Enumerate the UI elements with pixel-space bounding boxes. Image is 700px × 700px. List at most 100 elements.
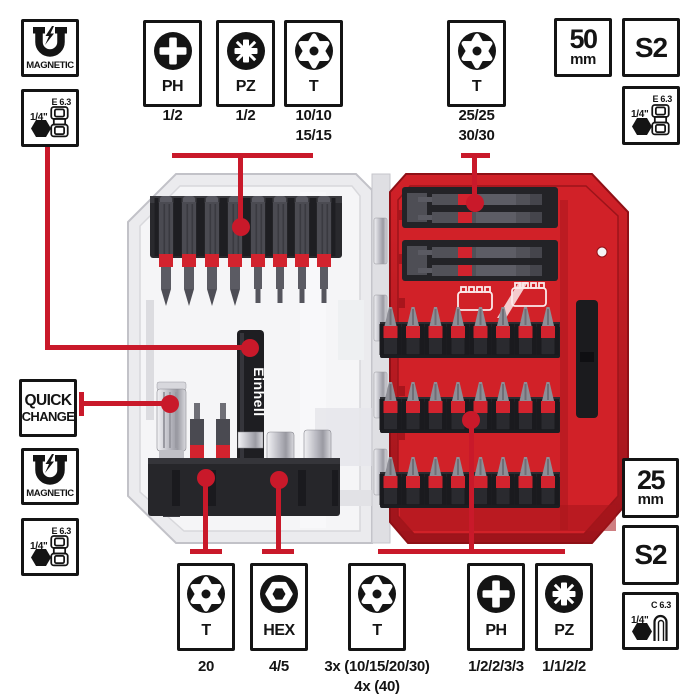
standard-label: C 6.3 [650, 600, 671, 610]
sizes-t-right-line2: 30/30 [458, 127, 495, 144]
phillips-icon [477, 575, 515, 613]
e63-adapter-icon [651, 104, 670, 136]
steel-grade-label: S2 [634, 31, 668, 63]
drive-size-label: 1/4" [631, 615, 649, 626]
c63-bit-icon [653, 614, 668, 641]
magnetic-badge-left: MAGNETIC [21, 448, 79, 505]
badge-t-top: T [284, 20, 343, 107]
magnet-icon [33, 454, 67, 485]
length-value: 25 [636, 464, 666, 495]
short-bits-row-1 [379, 307, 560, 358]
sizes-t-bottom-2-line2: 4x (40) [354, 678, 400, 695]
case-latch [576, 300, 598, 418]
sizes-t-top-line1: 10/10 [295, 107, 332, 124]
steel-grade-label: S2 [634, 539, 667, 570]
bottom-bits-holder [148, 458, 340, 516]
callout-dot-quickchange [161, 395, 179, 413]
quick-change-badge: QUICK CHANGE [19, 379, 77, 437]
drive-size-label: 1/4" [30, 541, 48, 552]
callout-dot-short-bits [462, 411, 480, 429]
magnet-icon [33, 25, 67, 57]
s2-steel-badge-top: S2 [622, 18, 680, 77]
bit-type-label: PZ [554, 622, 574, 639]
e63-adapter-icon [50, 535, 69, 567]
callout-magnetic-holder-hline [45, 345, 250, 350]
callout-hex-vline [276, 480, 281, 554]
badge-t-top-right: T [447, 20, 506, 107]
callout-torx50-vline [472, 153, 477, 203]
magnetic-label: MAGNETIC [26, 59, 74, 71]
callout-short-bits-vline [469, 420, 474, 554]
sizes-hex-bottom: 4/5 [269, 658, 289, 675]
callout-hex-cap [262, 549, 294, 554]
phillips-icon [153, 32, 192, 70]
torx-icon [457, 32, 496, 70]
callout-quickchange-hline [79, 401, 170, 406]
badge-hex-bottom: HEX [250, 563, 308, 651]
length-unit: mm [570, 50, 596, 68]
bit-type-label: T [471, 78, 482, 95]
standard-label: E 6.3 [652, 94, 672, 104]
bit-type-label: T [372, 622, 382, 639]
callout-dot-t20 [197, 469, 215, 487]
bit-type-label: T [308, 78, 319, 95]
brand-text-einhell: Einhell [251, 367, 267, 416]
drive-size-label: 1/4" [631, 109, 649, 120]
callout-dot-torx50 [466, 194, 484, 212]
drive-size-label: 1/4" [30, 112, 48, 123]
badge-ph-top: PH [143, 20, 202, 107]
length-50mm-badge: 50 mm [554, 18, 612, 77]
case-right-half [379, 173, 629, 544]
pozidriv-icon [545, 575, 583, 613]
e63-adapter-badge-bottom-left: E 6.3 1/4" [21, 518, 79, 576]
e63-adapter-badge-top-right: E 6.3 1/4" [622, 86, 680, 145]
s2-steel-badge-right: S2 [622, 525, 679, 585]
case-left-half: Einhell [127, 173, 377, 544]
bit-type-label: PZ [235, 78, 256, 95]
hex-shank-icon [632, 623, 652, 640]
callout-short-bits-bar [378, 549, 565, 554]
sizes-ph-bottom: 1/2/2/3/3 [468, 658, 524, 675]
e63-adapter-icon [50, 106, 69, 138]
bit-type-label: PH [161, 78, 184, 95]
hex-shank-icon [632, 118, 652, 135]
magnetic-badge-top: MAGNETIC [21, 19, 79, 77]
callout-magnetic-holder-vline [45, 147, 50, 348]
standard-label: E 6.3 [51, 97, 71, 107]
torx-icon [187, 575, 225, 613]
callout-dot-hex [270, 471, 288, 489]
badge-t-bottom-2: T [348, 563, 406, 651]
sizes-ph-top: 1/2 [162, 107, 183, 124]
torx-icon [294, 32, 333, 70]
pozidriv-icon [226, 32, 265, 70]
length-25mm-badge: 25 mm [622, 458, 679, 518]
length-unit: mm [637, 491, 664, 509]
torx-long-bits-holder-2 [402, 240, 558, 281]
torx-icon [358, 575, 396, 613]
hex-icon [260, 575, 298, 613]
callout-dot-top-bits [232, 218, 250, 236]
bit-type-label: HEX [263, 622, 295, 639]
quick-change-line1: QUICK [24, 391, 73, 409]
screw-hole [596, 246, 608, 258]
bit-type-label: T [201, 622, 211, 639]
length-value: 50 [569, 24, 598, 55]
c63-adapter-badge-bottom-right: C 6.3 1/4" [622, 592, 679, 650]
standard-label: E 6.3 [51, 526, 71, 536]
sizes-t-top-line2: 15/15 [295, 127, 332, 144]
callout-t20-cap [190, 549, 222, 554]
bit-type-label: PH [485, 622, 507, 639]
quick-change-line2: CHANGE [21, 409, 75, 425]
sizes-t-bottom: 20 [197, 658, 215, 675]
magnetic-bit-holder: Einhell [237, 330, 267, 504]
callout-top-bits-vline [238, 153, 243, 227]
badge-pz-top: PZ [216, 20, 275, 107]
sizes-t-right-line1: 25/25 [458, 107, 495, 124]
sizes-t-bottom-2-line1: 3x (10/15/20/30) [324, 658, 430, 675]
badge-ph-bottom: PH [467, 563, 525, 651]
badge-t-bottom: T [177, 563, 235, 651]
sizes-pz-top: 1/2 [235, 107, 256, 124]
hex-shank-icon [31, 120, 51, 137]
